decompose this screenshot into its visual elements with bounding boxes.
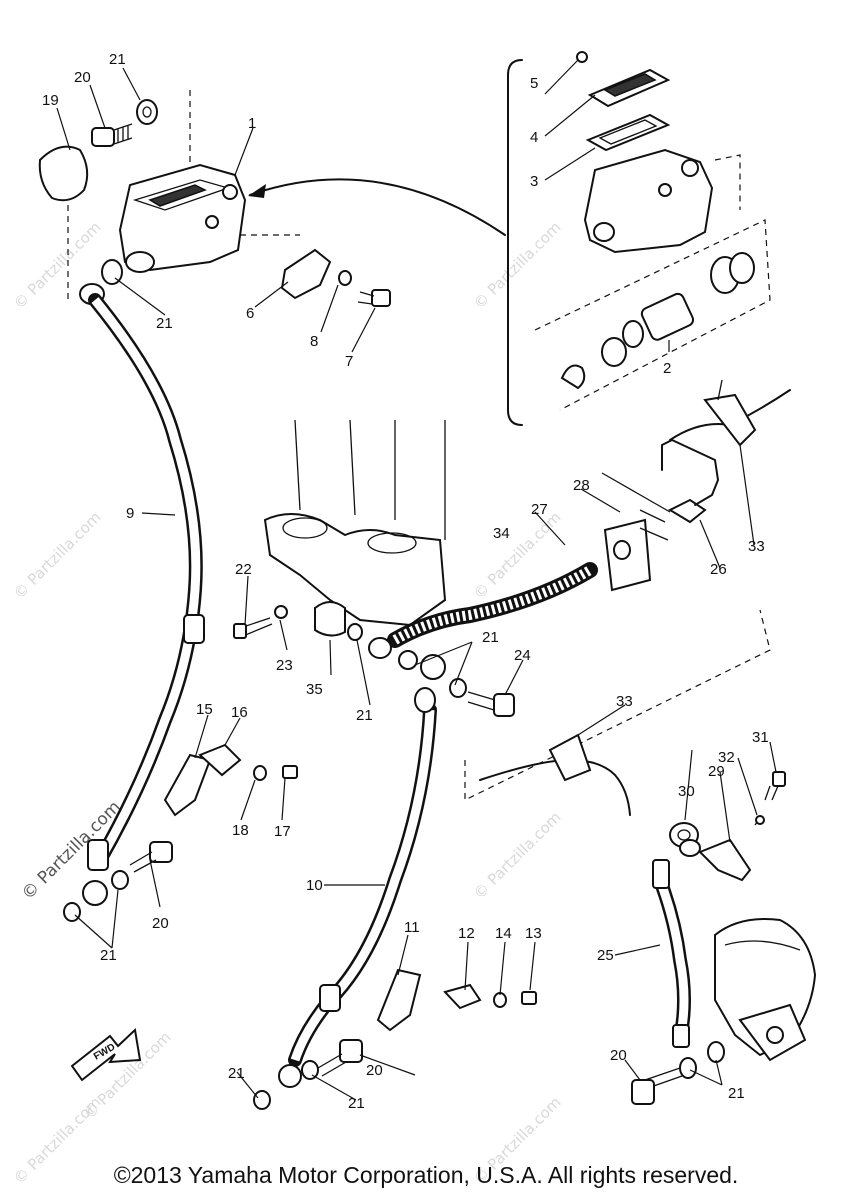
bolt-31: [764, 771, 786, 801]
callout-13: 13: [525, 925, 542, 942]
callout-22: 22: [235, 561, 252, 578]
copyright-notice: ©2013 Yamaha Motor Corporation, U.S.A. A…: [113, 1162, 739, 1188]
callout-35: 35: [306, 681, 323, 698]
callout-5: 5: [530, 75, 538, 92]
callout-33: 33: [748, 538, 765, 555]
washer: [338, 270, 352, 286]
callout-23: 23: [276, 657, 293, 674]
callout-2: 2: [663, 360, 671, 377]
callout-12: 12: [458, 925, 475, 942]
dust-cover: [38, 145, 89, 202]
master-cylinder: [118, 163, 247, 273]
clamp-11: [376, 968, 422, 1032]
callout-7: 7: [345, 353, 353, 370]
bolt: [357, 289, 391, 307]
callout-21: 21: [156, 315, 173, 332]
arrow-curve: [249, 178, 506, 236]
washer: [101, 259, 123, 285]
callout-20: 20: [152, 915, 169, 932]
union-bolt: [317, 1039, 363, 1077]
callout-26: 26: [710, 561, 727, 578]
callout-21: 21: [348, 1095, 365, 1112]
clamp-29: [698, 838, 752, 882]
callout-21: 21: [356, 707, 373, 724]
union-bolt: [467, 691, 515, 717]
callout-29: 29: [708, 763, 725, 780]
detail-bracket: [507, 59, 523, 426]
callout-21: 21: [100, 947, 117, 964]
piston-kit: [560, 252, 755, 390]
callout-20: 20: [610, 1047, 627, 1064]
joint-bracket: [603, 498, 707, 592]
callout-16: 16: [231, 704, 248, 721]
union-bolt: [129, 841, 173, 873]
diaphragm: [585, 113, 671, 152]
callout-8: 8: [310, 333, 318, 350]
callout-34: 34: [493, 525, 510, 542]
holder: [280, 248, 332, 300]
callout-18: 18: [232, 822, 249, 839]
callout-33: 33: [616, 693, 633, 710]
callout-21: 21: [482, 629, 499, 646]
callout-14: 14: [495, 925, 512, 942]
callout-27: 27: [531, 501, 548, 518]
fork-and-bracket: [263, 419, 447, 627]
callout-21: 21: [109, 51, 126, 68]
hose-clamp: [233, 601, 346, 639]
callout-9: 9: [126, 505, 134, 522]
banjo-fitting: [82, 880, 108, 906]
callout-20: 20: [366, 1062, 383, 1079]
union-bolt: [631, 1067, 683, 1105]
brake-caliper: [714, 918, 817, 1062]
callout-31: 31: [752, 729, 769, 746]
washer: [136, 99, 158, 125]
callout-19: 19: [42, 92, 59, 109]
master-cylinder-detail: [583, 148, 714, 254]
bolt: [91, 123, 133, 147]
callout-4: 4: [530, 129, 538, 146]
callout-15: 15: [196, 701, 213, 718]
callout-1: 1: [248, 115, 256, 132]
callout-32: 32: [718, 749, 735, 766]
grommet: [669, 822, 701, 857]
callout-21: 21: [228, 1065, 245, 1082]
clamp-15: [163, 753, 212, 817]
callout-30: 30: [678, 783, 695, 800]
callout-11: 11: [404, 919, 420, 936]
callout-20: 20: [74, 69, 91, 86]
callout-25: 25: [597, 947, 614, 964]
callout-3: 3: [530, 173, 538, 190]
callout-21: 21: [728, 1085, 745, 1102]
callout-28: 28: [573, 477, 590, 494]
callout-17: 17: [274, 823, 291, 840]
forward-arrow: FWD: [70, 1027, 142, 1082]
callout-24: 24: [514, 647, 531, 664]
callout-10: 10: [306, 877, 323, 894]
callout-6: 6: [246, 305, 254, 322]
washer: [347, 623, 363, 641]
